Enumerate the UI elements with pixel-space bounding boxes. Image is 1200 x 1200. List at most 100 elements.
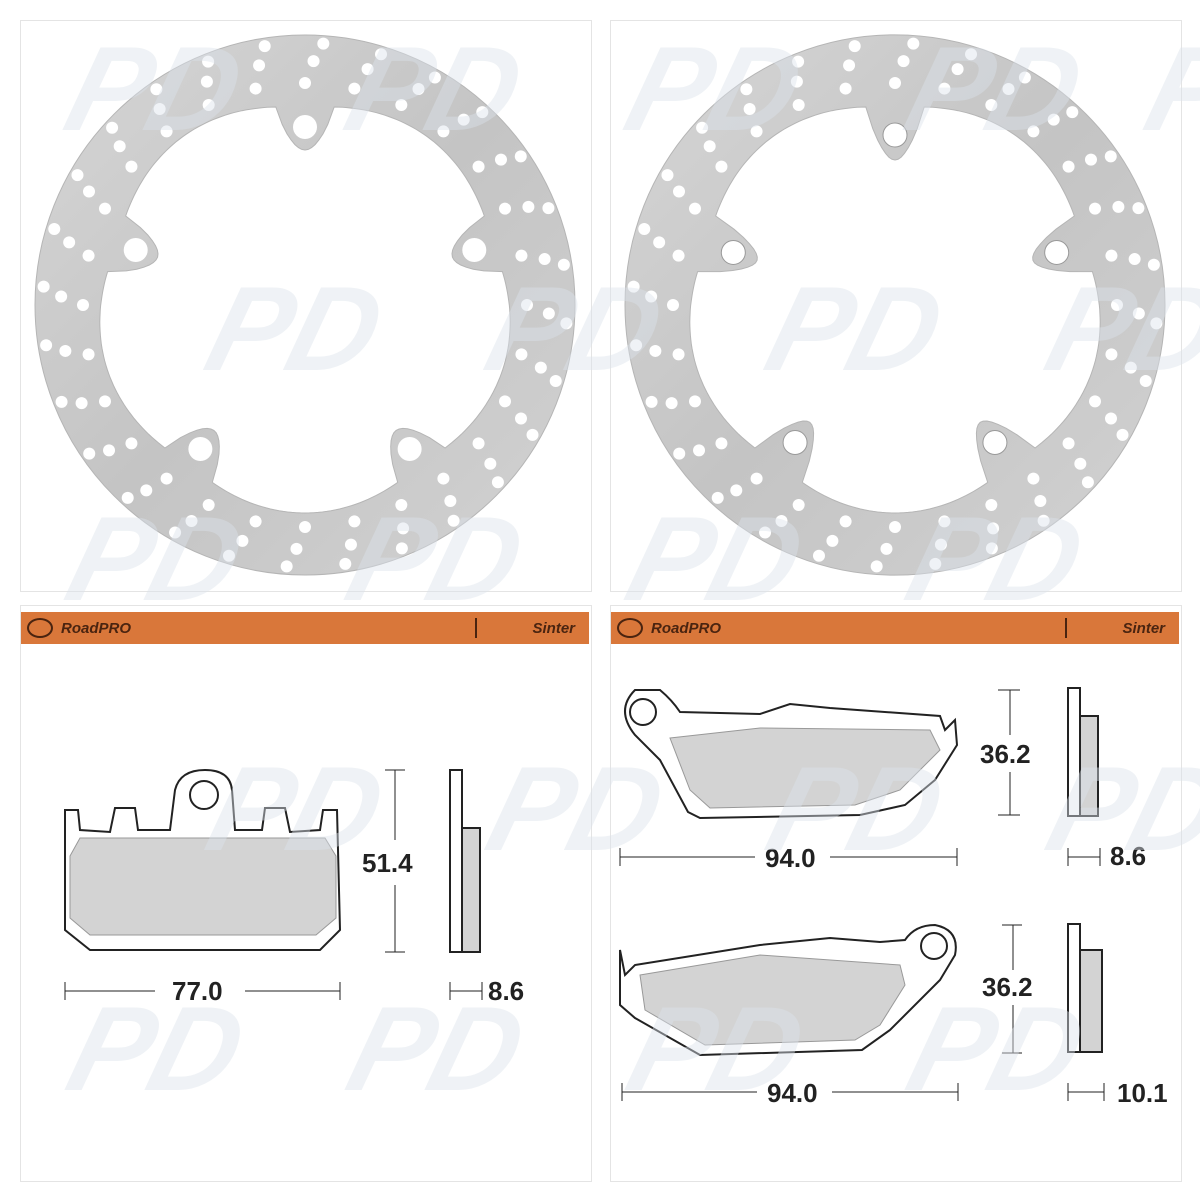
vent-hole xyxy=(897,55,910,68)
vent-hole xyxy=(740,83,753,96)
watermark-logo: PD xyxy=(894,491,1097,626)
vent-hole xyxy=(938,82,951,95)
vent-hole xyxy=(534,361,547,374)
pad-thickness-label: 8.6 xyxy=(1110,841,1146,871)
vent-hole xyxy=(344,538,357,551)
vent-hole xyxy=(153,103,166,116)
watermark-logo: PD xyxy=(615,981,818,1116)
vent-hole xyxy=(1105,249,1118,262)
vent-hole xyxy=(77,299,89,311)
vent-hole xyxy=(1081,476,1094,489)
vent-hole xyxy=(499,395,512,408)
vent-hole xyxy=(48,222,61,235)
vent-hole xyxy=(121,491,134,504)
vent-hole xyxy=(667,299,679,311)
vent-hole xyxy=(106,121,119,134)
pad-height-label: 36.2 xyxy=(982,972,1033,1002)
mounting-hole xyxy=(188,437,213,462)
brake-pad-drawing xyxy=(64,768,483,1000)
vent-hole xyxy=(1112,200,1125,213)
pad-width-label: 94.0 xyxy=(765,843,816,873)
watermark-logo: PD xyxy=(54,491,257,626)
vent-hole xyxy=(103,444,116,457)
vent-hole xyxy=(202,55,215,68)
vent-hole xyxy=(55,395,68,408)
vent-hole xyxy=(437,125,450,138)
vent-hole xyxy=(339,557,352,570)
vent-hole xyxy=(1089,202,1102,215)
vent-hole xyxy=(59,344,72,357)
vent-hole xyxy=(907,37,920,50)
watermark-logo: PD xyxy=(613,21,816,156)
vent-hole xyxy=(985,499,998,512)
brand-logo-icon xyxy=(617,618,643,638)
vent-hole xyxy=(889,521,901,533)
vent-hole xyxy=(688,202,701,215)
pad-width-label: 77.0 xyxy=(172,976,223,1006)
vent-hole xyxy=(843,59,856,72)
vent-hole xyxy=(792,55,805,68)
header-divider xyxy=(1065,618,1067,638)
watermark-logo: PD xyxy=(614,491,817,626)
header-divider xyxy=(475,618,477,638)
watermark-logo: PD xyxy=(755,741,958,876)
vent-hole xyxy=(457,113,470,126)
watermark-logo: PD xyxy=(893,21,1096,156)
vent-hole xyxy=(71,169,84,182)
vent-hole xyxy=(222,549,235,562)
vent-hole xyxy=(160,125,173,138)
vent-hole xyxy=(985,542,998,555)
pad-thickness-label: 8.6 xyxy=(488,976,524,1006)
vent-hole xyxy=(40,339,53,352)
pad-side-friction xyxy=(461,827,481,953)
mounting-hole xyxy=(293,115,317,139)
vent-hole xyxy=(630,339,643,352)
vent-hole xyxy=(113,140,126,153)
vent-hole xyxy=(743,103,756,116)
vent-hole xyxy=(750,125,763,138)
brand-label: RoadPRO xyxy=(61,619,132,637)
vent-hole xyxy=(1002,83,1015,96)
vent-hole xyxy=(790,75,803,88)
compound-label: Sinter xyxy=(1122,619,1165,637)
vent-hole xyxy=(299,77,311,89)
vent-hole xyxy=(1104,412,1117,425)
pad-height-label: 36.2 xyxy=(980,739,1031,769)
vent-hole xyxy=(515,348,528,361)
vent-hole xyxy=(317,37,330,50)
watermark-logo: PD xyxy=(1133,21,1200,156)
watermark-logo: PD xyxy=(1035,741,1200,876)
vent-hole xyxy=(514,150,527,163)
vent-hole xyxy=(494,153,507,166)
vent-hole xyxy=(638,222,651,235)
vent-hole xyxy=(55,290,68,303)
vent-hole xyxy=(693,444,706,457)
vent-hole xyxy=(649,344,662,357)
watermark-logo: PD xyxy=(895,981,1098,1116)
vent-hole xyxy=(395,98,408,111)
pad-pin-hole xyxy=(629,698,657,726)
vent-hole xyxy=(1066,106,1079,119)
vent-hole xyxy=(703,140,716,153)
vent-hole xyxy=(150,83,163,96)
vent-hole xyxy=(160,472,173,485)
vent-hole xyxy=(1074,457,1087,470)
vent-hole xyxy=(1105,348,1118,361)
vent-hole xyxy=(870,560,883,573)
vent-hole xyxy=(514,412,527,425)
vent-hole xyxy=(1116,428,1129,441)
pad-side-plate xyxy=(449,769,463,953)
watermark-logo: PD xyxy=(334,491,537,626)
vent-hole xyxy=(258,40,271,53)
vent-hole xyxy=(348,82,361,95)
vent-hole xyxy=(542,202,555,215)
vent-hole xyxy=(169,526,182,539)
vent-hole xyxy=(202,499,215,512)
vent-hole xyxy=(526,428,539,441)
vent-hole xyxy=(560,317,573,330)
vent-hole xyxy=(1034,494,1047,507)
watermark-logo: PD xyxy=(1034,261,1200,396)
vent-hole xyxy=(839,515,852,528)
pad-thickness-label: 10.1 xyxy=(1117,1078,1168,1108)
vent-hole xyxy=(82,249,95,262)
